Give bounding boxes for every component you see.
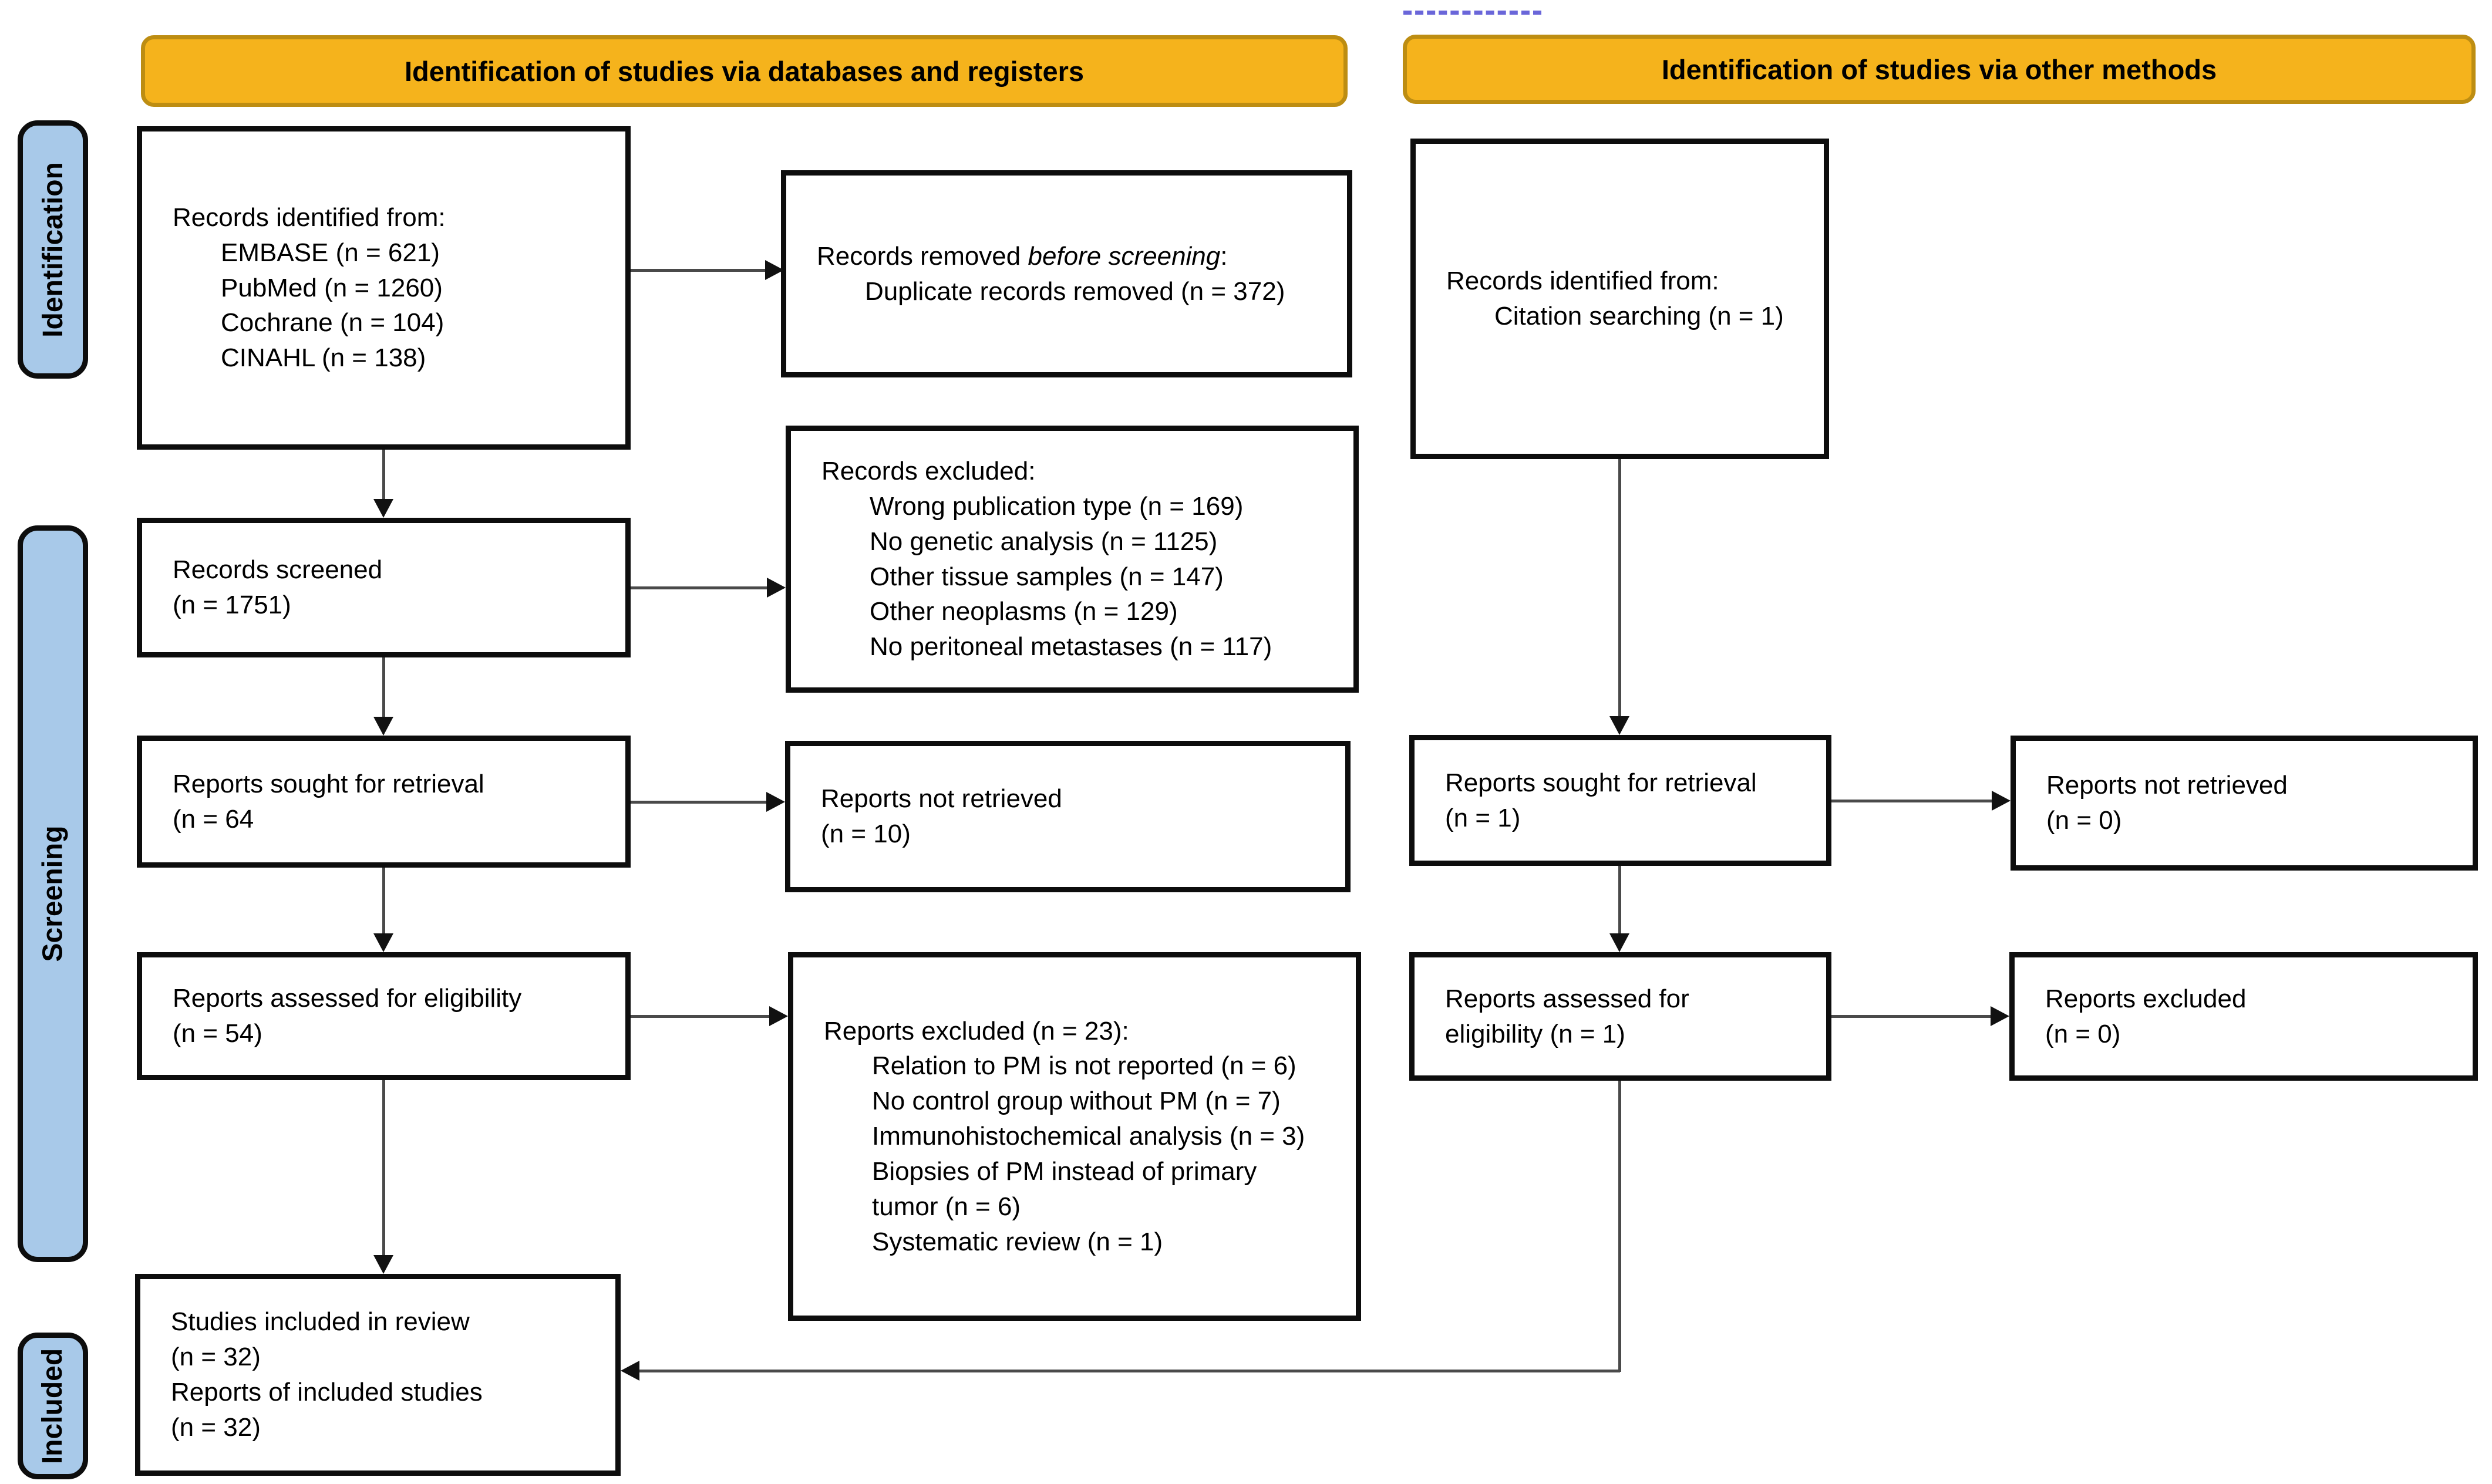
arrow-line-sought-to-not-retrieved bbox=[631, 801, 766, 804]
box-records-identified-databases: Records identified from:EMBASE (n = 621)… bbox=[137, 126, 631, 450]
arrow-line-screened-to-excluded bbox=[631, 586, 767, 589]
sidebar-stage-screening: Screening bbox=[18, 525, 88, 1262]
dashed-artifact-line bbox=[1403, 11, 1541, 15]
box-records-removed-before-screening: Records removed before screening:Duplica… bbox=[781, 170, 1352, 377]
arrow-line-identified-to-screened bbox=[382, 450, 385, 499]
arrow-line-sought-other-to-assessed bbox=[1618, 866, 1621, 933]
arrowhead-assessed-to-included bbox=[373, 1255, 393, 1274]
arrow-line-assessed-other-to-excluded bbox=[1831, 1015, 1991, 1018]
sidebar-stage-included: Included bbox=[18, 1333, 88, 1479]
box-reports-not-retrieved-other: Reports not retrieved(n = 0) bbox=[2011, 736, 2478, 871]
box-reports-sought-other: Reports sought for retrieval(n = 1) bbox=[1409, 735, 1831, 866]
arrowhead-sought-to-assessed bbox=[373, 933, 393, 952]
arrowhead-other-to-included bbox=[621, 1361, 639, 1381]
arrowhead-sought-to-not-retrieved bbox=[766, 792, 785, 812]
arrowhead-screened-to-sought bbox=[373, 717, 393, 736]
arrow-line-citation-to-sought bbox=[1618, 459, 1621, 716]
arrow-line-identified-to-removed bbox=[631, 269, 765, 272]
arrowhead-citation-to-sought bbox=[1609, 716, 1629, 735]
sidebar-stage-identification: Identification bbox=[18, 120, 88, 379]
banner-databases-label: Identification of studies via databases … bbox=[404, 55, 1085, 87]
box-reports-excluded-other: Reports excluded(n = 0) bbox=[2009, 952, 2478, 1081]
arrow-line-other-to-included bbox=[638, 1370, 1620, 1372]
sidebar-screening-label: Screening bbox=[37, 825, 69, 962]
box-reports-sought-databases: Reports sought for retrieval(n = 64 bbox=[137, 736, 631, 868]
box-reports-not-retrieved-databases: Reports not retrieved(n = 10) bbox=[785, 741, 1351, 892]
box-reports-excluded-databases: Reports excluded (n = 23):Relation to PM… bbox=[788, 952, 1361, 1321]
box-reports-assessed-databases: Reports assessed for eligibility(n = 54) bbox=[137, 952, 631, 1080]
box-studies-included: Studies included in review(n = 32)Report… bbox=[135, 1274, 621, 1476]
arrowhead-assessed-to-excluded23 bbox=[769, 1006, 788, 1026]
arrowhead-identified-to-removed bbox=[765, 260, 784, 280]
sidebar-included-label: Included bbox=[37, 1348, 69, 1464]
arrow-line-assessed-to-excluded23 bbox=[631, 1015, 769, 1018]
arrow-line-assessed-other-down bbox=[1618, 1081, 1621, 1372]
box-records-screened: Records screened(n = 1751) bbox=[137, 518, 631, 657]
arrowhead-sought-other-to-assessed bbox=[1609, 933, 1629, 952]
arrowhead-identified-to-screened bbox=[373, 499, 393, 518]
box-records-identified-other: Records identified from:Citation searchi… bbox=[1410, 139, 1829, 459]
arrowhead-assessed-other-to-excluded bbox=[1991, 1006, 2009, 1026]
arrow-line-screened-to-sought bbox=[382, 657, 385, 717]
sidebar-identification-label: Identification bbox=[37, 161, 69, 338]
banner-other-methods: Identification of studies via other meth… bbox=[1403, 35, 2476, 104]
arrowhead-sought-other-to-not-retrieved bbox=[1992, 791, 2011, 811]
banner-databases-registers: Identification of studies via databases … bbox=[141, 35, 1348, 107]
arrow-line-sought-to-assessed bbox=[382, 868, 385, 933]
box-records-excluded: Records excluded:Wrong publication type … bbox=[786, 426, 1359, 693]
arrowhead-screened-to-excluded bbox=[767, 578, 786, 598]
arrow-line-assessed-to-included bbox=[382, 1080, 385, 1255]
arrow-line-sought-other-to-not-retrieved bbox=[1831, 800, 1992, 802]
banner-other-label: Identification of studies via other meth… bbox=[1661, 53, 2217, 85]
